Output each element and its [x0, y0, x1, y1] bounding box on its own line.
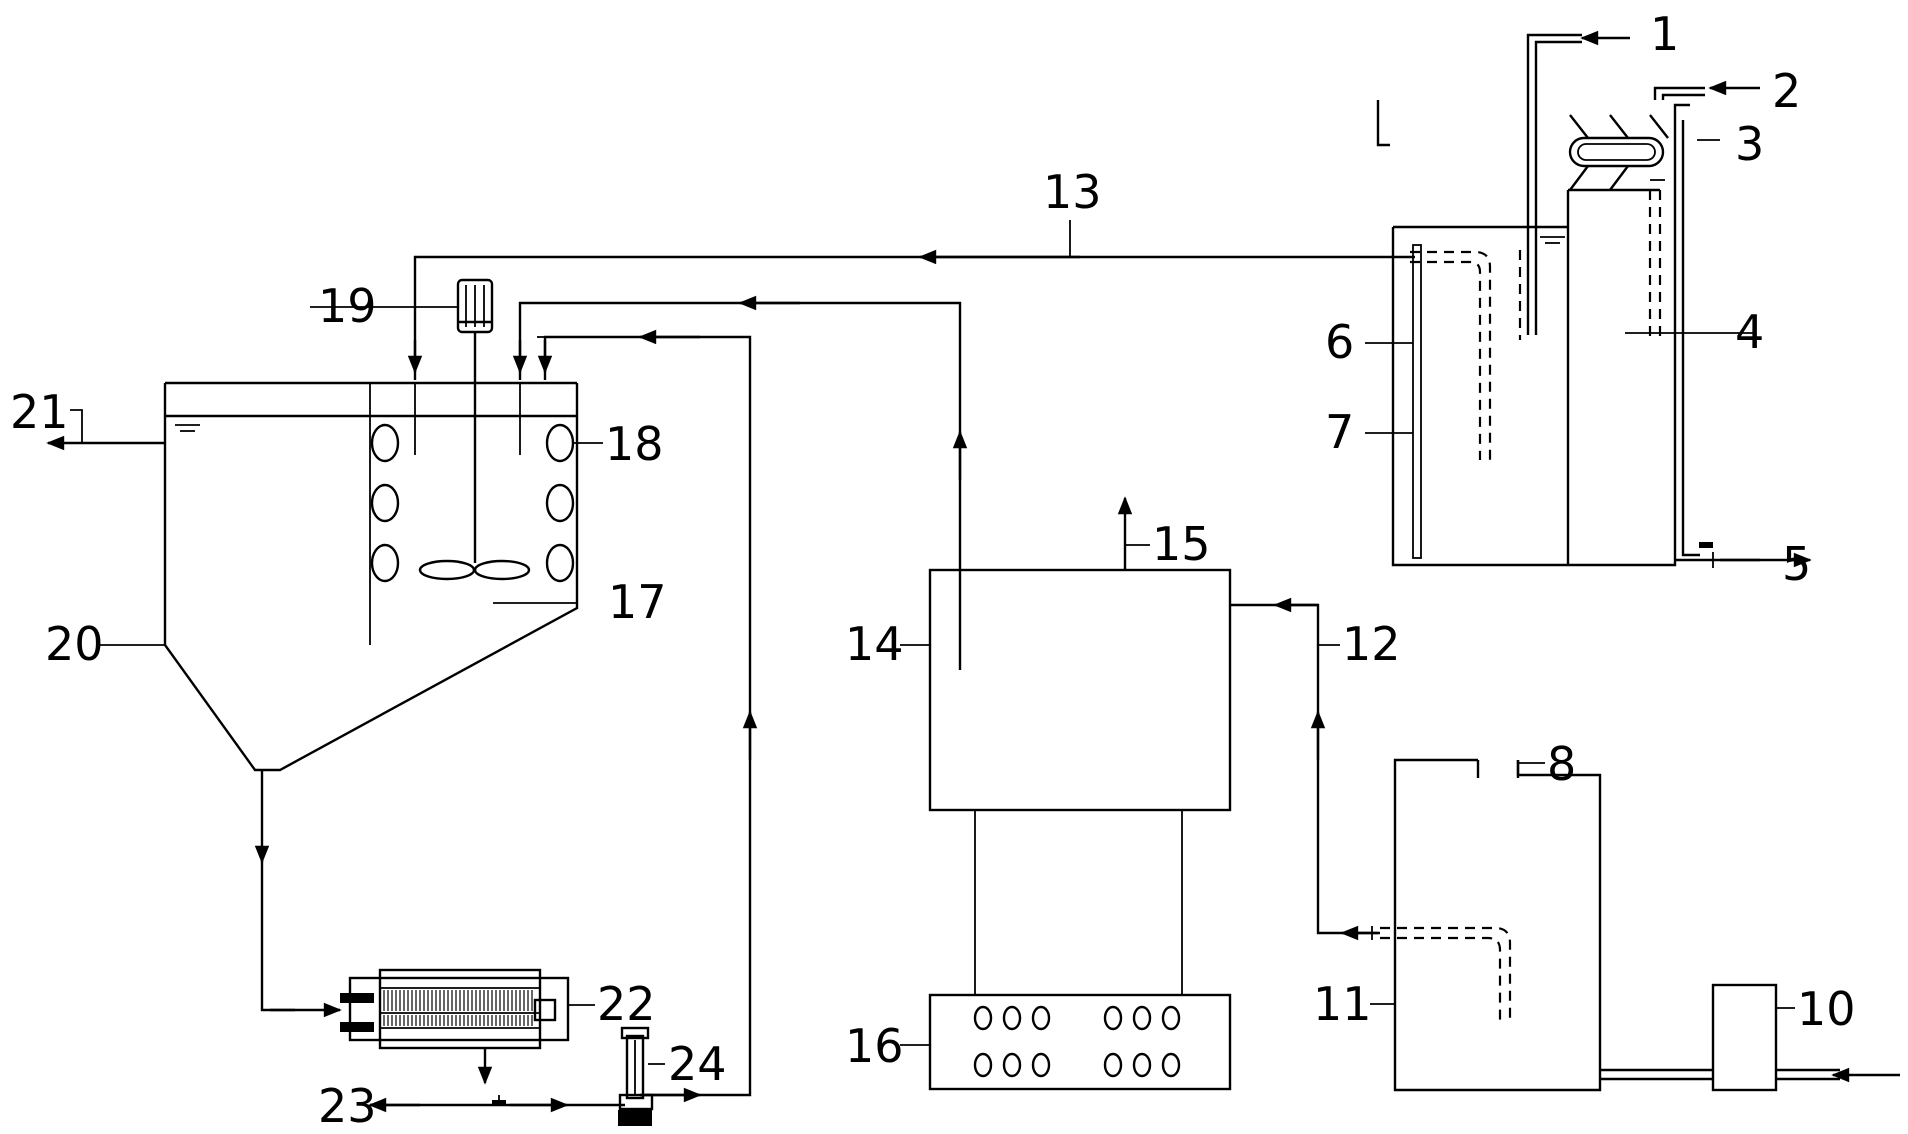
heater-vent — [1132, 1005, 1152, 1031]
label-5: 5 — [1782, 537, 1811, 591]
storage-tank — [1230, 597, 1900, 1092]
recycle-pump — [537, 329, 758, 1126]
heater-vent — [973, 1005, 993, 1031]
label-20: 20 — [45, 617, 104, 671]
label-1: 1 — [1650, 7, 1679, 61]
heater-vent — [1161, 1005, 1181, 1031]
baffle-rod — [1412, 244, 1422, 559]
outlet-pipe-5 — [1681, 120, 1700, 557]
filter-press — [340, 968, 625, 1113]
tank-outline — [163, 383, 579, 772]
label-18: 18 — [605, 417, 664, 471]
label-6: 6 — [1325, 315, 1354, 369]
heater-vent — [1031, 1005, 1051, 1031]
heater-vent — [1002, 1005, 1022, 1031]
label-2: 2 — [1772, 64, 1801, 118]
heater-box — [928, 993, 1232, 1091]
tank-11-outline — [1393, 758, 1602, 1092]
dryer-box — [928, 568, 1232, 812]
tank-inlet-stub — [1376, 100, 1390, 147]
heater-vent — [1103, 1052, 1123, 1078]
mixing-settling-tank — [46, 278, 603, 1018]
label-23: 23 — [318, 1079, 377, 1133]
label-3: 3 — [1735, 117, 1764, 171]
labels: 1 2 3 4 5 6 7 8 10 11 12 13 14 15 16 17 … — [10, 7, 1856, 1133]
label-15: 15 — [1152, 517, 1211, 571]
label-7: 7 — [1325, 405, 1354, 459]
heater-vent — [1132, 1052, 1152, 1078]
label-21: 21 — [10, 385, 69, 439]
inlet-pipe-1 — [1526, 33, 1582, 335]
label-24: 24 — [668, 1037, 727, 1091]
label-22: 22 — [597, 977, 656, 1031]
label-13: 13 — [1043, 165, 1102, 219]
aerator-ring — [1568, 136, 1665, 168]
label-11: 11 — [1313, 977, 1372, 1031]
label-12: 12 — [1342, 617, 1401, 671]
dryer-unit — [512, 295, 1232, 1091]
label-17: 17 — [608, 575, 667, 629]
reaction-tank-group — [1365, 30, 1812, 568]
inlet-pipe-2 — [1653, 86, 1705, 100]
heater-vent — [1103, 1005, 1123, 1031]
tank-outer-wall — [1391, 103, 1690, 567]
label-14: 14 — [845, 617, 904, 671]
heater-vent — [1002, 1052, 1022, 1078]
label-8: 8 — [1547, 737, 1576, 791]
label-19: 19 — [318, 279, 377, 333]
label-4: 4 — [1735, 305, 1764, 359]
label-10: 10 — [1797, 982, 1856, 1036]
heater-vent — [1031, 1052, 1051, 1078]
pipe-13 — [407, 220, 1415, 380]
pump-10 — [1711, 983, 1778, 1092]
heater-vent — [1161, 1052, 1181, 1078]
heater-vent — [973, 1052, 993, 1078]
label-16: 16 — [845, 1019, 904, 1073]
